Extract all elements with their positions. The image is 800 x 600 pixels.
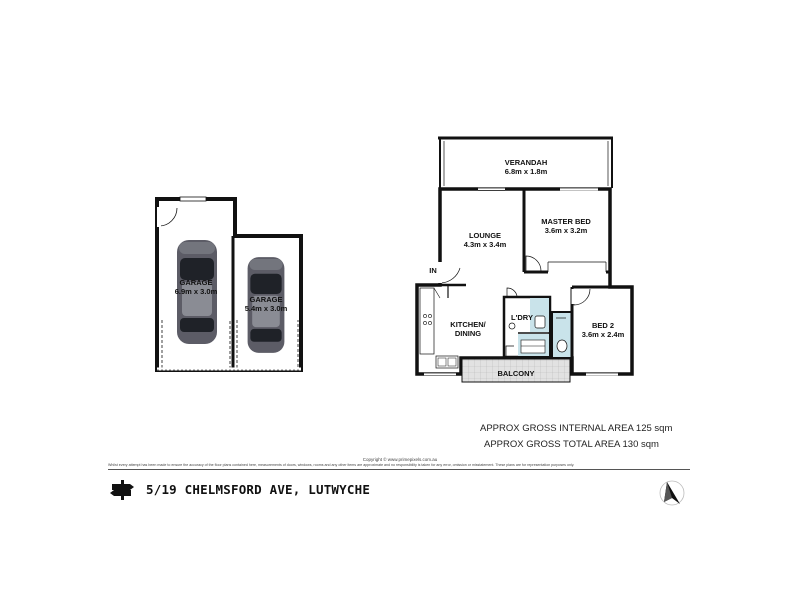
disclaimer: Whilst every attempt has been made to en… xyxy=(108,463,575,467)
kitchen-name-2: DINING xyxy=(455,329,481,338)
north-arrow-icon xyxy=(659,480,685,506)
lounge-name: LOUNGE xyxy=(469,231,501,240)
entry-label: IN xyxy=(429,266,437,275)
bed2-size: 3.6m x 2.4m xyxy=(582,330,625,339)
garage2-name: GARAGE xyxy=(250,295,283,304)
internal-area: APPROX GROSS INTERNAL AREA 125 sqm xyxy=(480,423,673,434)
property-address: 5/19 CHELMSFORD AVE, LUTWYCHE xyxy=(146,482,371,497)
garage-building: GARAGE 6.9m x 3.0m GARAGE 5.4m x 3.0m xyxy=(155,196,303,372)
master-bed-name: MASTER BED xyxy=(541,217,591,226)
signpost-icon xyxy=(110,480,134,500)
garage1-size: 6.9m x 3.0m xyxy=(175,287,218,296)
lounge-size: 4.3m x 3.4m xyxy=(464,240,507,249)
garage1-name: GARAGE xyxy=(180,278,213,287)
divider xyxy=(108,469,690,470)
total-area: APPROX GROSS TOTAL AREA 130 sqm xyxy=(484,439,659,450)
copyright: Copyright © www.primepixels.com.au xyxy=(362,457,438,462)
master-bed-size: 3.6m x 3.2m xyxy=(545,226,588,235)
balcony-name: BALCONY xyxy=(497,369,534,378)
verandah-size: 6.8m x 1.8m xyxy=(505,167,548,176)
bed2-name: BED 2 xyxy=(592,321,614,330)
verandah-name: VERANDAH xyxy=(505,158,548,167)
kitchen-name: KITCHEN/ xyxy=(450,320,486,329)
garage2-size: 5.4m x 3.0m xyxy=(245,304,288,313)
laundry-name: L'DRY xyxy=(511,313,533,322)
unit-plan xyxy=(415,136,634,383)
